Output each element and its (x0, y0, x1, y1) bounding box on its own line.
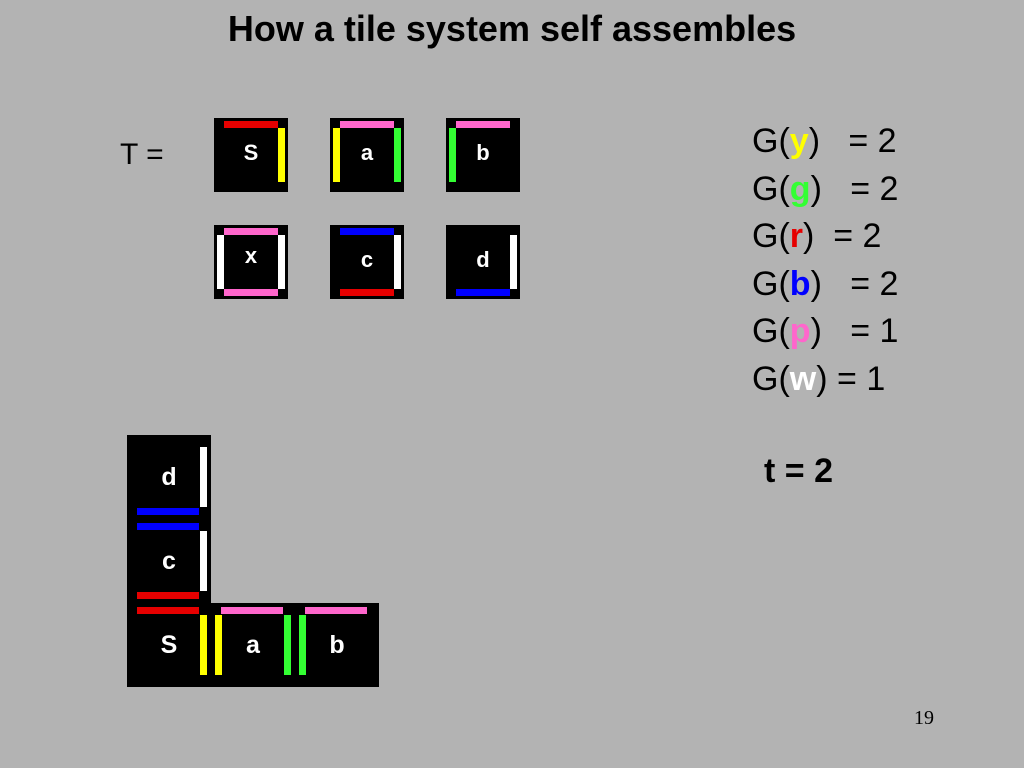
tile-label: S (243, 140, 259, 165)
assembly-tile-c: c (127, 519, 211, 603)
tile-c: c (330, 225, 404, 299)
tile-S: S (214, 118, 288, 192)
tile-b: b (446, 118, 520, 192)
glue-symbol: w (789, 359, 817, 398)
glue-r-top (224, 121, 278, 128)
slide-title: How a tile system self assembles (227, 8, 797, 49)
tile-d: d (446, 225, 520, 299)
glue-strength-list: G(y) = 2 G(g) = 2 G(r) = 2 G(b) = 2 G(p)… (752, 118, 898, 403)
glue-w-left (217, 235, 224, 289)
glue-y-left (215, 615, 222, 675)
tile-label: c (360, 247, 374, 272)
tile-label: a (246, 631, 260, 659)
glue-r-bottom (340, 289, 394, 296)
glue-r-top (137, 607, 199, 614)
glue-symbol: p (789, 312, 811, 350)
glue-row: G(r) = 2 (752, 217, 882, 255)
tile-label: S (160, 631, 178, 659)
glue-value: = 2 (850, 169, 899, 208)
glue-w-right (510, 235, 517, 289)
glue-row: G(b) = 2 (752, 264, 899, 303)
glue-p-top (456, 121, 510, 128)
glue-y-right (200, 615, 207, 675)
tile-label: d (161, 463, 177, 491)
glue-row: G(p) = 1 (752, 312, 899, 350)
page-number: 19 (914, 707, 934, 729)
glue-value: = 2 (848, 122, 897, 160)
glue-w-right (200, 447, 207, 507)
tile-label: x (244, 243, 258, 268)
glue-b-bottom (137, 508, 199, 515)
tile-label: a (360, 140, 374, 165)
tile-label: c (162, 547, 176, 575)
glue-value: = 1 (837, 359, 886, 398)
glue-w-right (278, 235, 285, 289)
tile-label: b (329, 631, 345, 659)
glue-p-top (224, 228, 278, 235)
glue-g-right (284, 615, 291, 675)
glue-p-top (340, 121, 394, 128)
glue-g-left (449, 128, 456, 182)
glue-symbol: g (789, 169, 811, 208)
assembly-tile-b: b (295, 603, 379, 687)
glue-g-right (394, 128, 401, 182)
tile-a: a (330, 118, 404, 192)
glue-symbol: y (789, 122, 809, 160)
glue-row: G(g) = 2 (752, 169, 899, 208)
glue-b-top (340, 228, 394, 235)
assembly-tile-d: d (127, 435, 211, 519)
assembly-tile-a: a (211, 603, 295, 687)
glue-row: G(w) = 1 (752, 359, 886, 398)
glue-symbol: b (789, 264, 811, 303)
tile-x: x (214, 225, 288, 299)
glue-symbol: r (789, 217, 804, 255)
glue-g-left (299, 615, 306, 675)
glue-y-right (278, 128, 285, 182)
glue-w-right (394, 235, 401, 289)
glue-value: = 2 (850, 264, 899, 303)
glue-p-top (221, 607, 283, 614)
glue-p-top (305, 607, 367, 614)
tile-label: d (476, 247, 490, 272)
glue-b-top (137, 523, 199, 530)
glue-b-bottom (456, 289, 510, 296)
glue-value: = 1 (850, 312, 899, 350)
assembly-tile-S: S (127, 603, 211, 687)
glue-value: = 2 (833, 217, 882, 255)
glue-row: G(y) = 2 (752, 122, 897, 160)
glue-y-left (333, 128, 340, 182)
temperature: t = 2 (764, 452, 833, 490)
glue-p-bottom (224, 289, 278, 296)
tile-label: b (476, 140, 490, 165)
glue-w-right (200, 531, 207, 591)
glue-r-bottom (137, 592, 199, 599)
tileset-label: T = (120, 138, 164, 171)
